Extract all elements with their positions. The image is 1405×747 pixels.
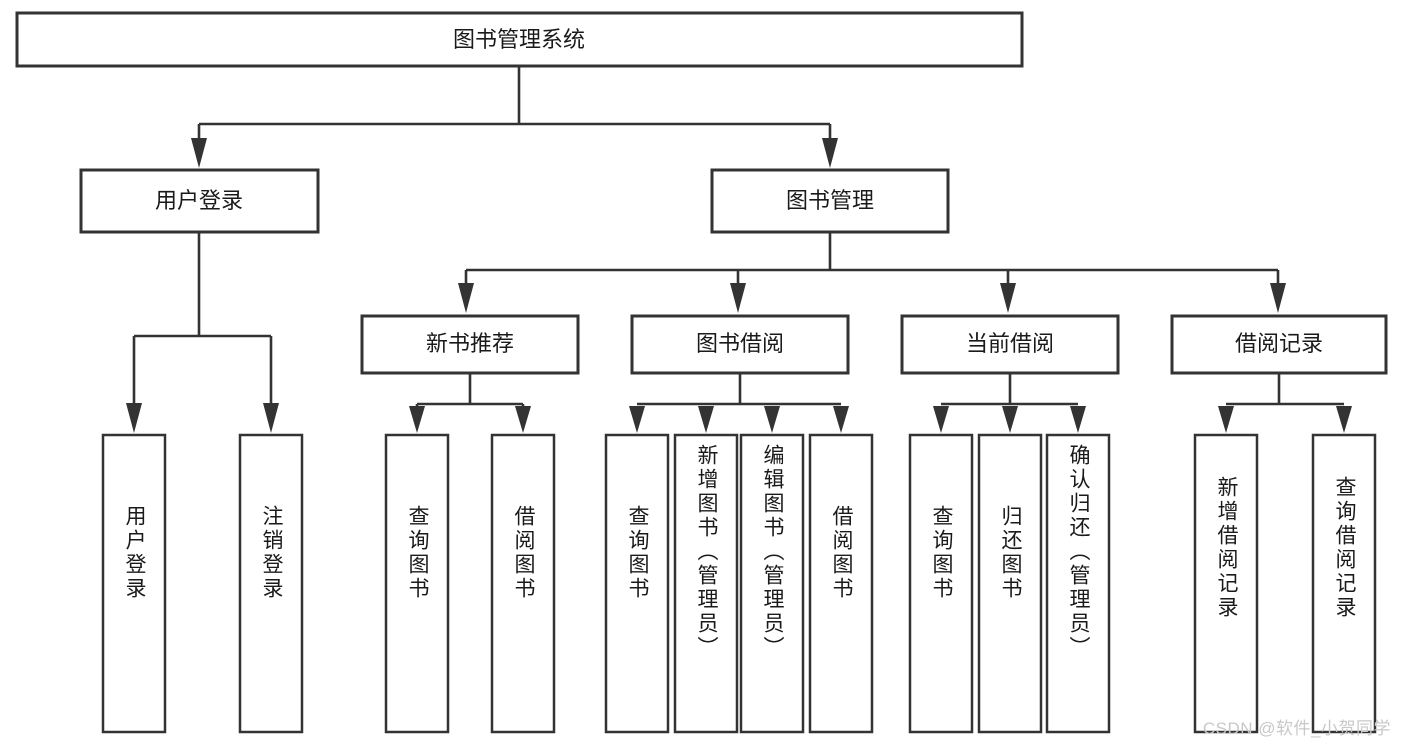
arrow-to-leaf-user-login	[126, 403, 142, 433]
arrow-to-leaf-return-book	[1002, 406, 1018, 433]
arrow-to-current-borrow	[1000, 283, 1016, 313]
arrow-to-leaf-borrow-book-1	[515, 406, 531, 433]
node-root-box[interactable]	[15, 11, 1024, 68]
node-book-manage-box[interactable]	[710, 168, 950, 234]
arrow-to-leaf-query-book-1	[409, 406, 425, 433]
node-new-book-label: 新书推荐	[426, 331, 514, 356]
leaf-box-add-book[interactable]	[673, 433, 739, 734]
arrow-to-borrow-record	[1270, 283, 1286, 313]
arrow-to-leaf-add-record	[1218, 406, 1234, 433]
node-user-login-box[interactable]	[79, 168, 320, 234]
leaf-box-edit-book[interactable]	[739, 433, 805, 734]
leaf-box-query-book-2[interactable]	[604, 433, 670, 734]
leaf-box-confirm-return[interactable]	[1045, 433, 1111, 734]
node-book-borrow-label: 图书借阅	[696, 331, 784, 356]
leaf-box-add-record[interactable]	[1193, 433, 1259, 734]
node-book-borrow-box[interactable]	[630, 314, 850, 375]
leaf-box-logout[interactable]	[238, 433, 304, 734]
arrow-to-leaf-add-book	[698, 406, 714, 433]
arrow-to-leaf-edit-book	[764, 406, 780, 433]
node-borrow-record-box[interactable]	[1170, 314, 1388, 375]
arrow-to-leaf-query-book-2	[629, 406, 645, 433]
leaf-box-query-book-1[interactable]	[384, 433, 450, 734]
node-book-manage-label: 图书管理	[786, 188, 874, 213]
leaf-box-user-login[interactable]	[101, 433, 167, 734]
arrow-to-leaf-query-record	[1336, 406, 1352, 433]
node-user-login-label: 用户登录	[155, 188, 243, 213]
node-current-borrow-box[interactable]	[900, 314, 1120, 375]
arrow-to-book-manage	[822, 138, 838, 168]
arrow-to-user-login	[191, 138, 207, 168]
node-borrow-record-label: 借阅记录	[1235, 331, 1323, 356]
edges-group	[126, 66, 1352, 433]
leaf-box-borrow-book-1[interactable]	[490, 433, 556, 734]
arrow-to-leaf-query-book-3	[933, 406, 949, 433]
leaf-box-query-book-3[interactable]	[908, 433, 974, 734]
csdn-watermark: CSDN @软件_小贺同学	[1202, 719, 1391, 738]
node-new-book-box[interactable]	[360, 314, 580, 375]
node-root-label: 图书管理系统	[453, 27, 585, 52]
node-current-borrow-label: 当前借阅	[966, 331, 1054, 356]
leaf-box-return-book[interactable]	[977, 433, 1043, 734]
arrow-to-leaf-logout	[263, 403, 279, 433]
arrow-to-leaf-confirm-return	[1070, 406, 1086, 433]
leaf-box-query-record[interactable]	[1311, 433, 1377, 734]
arrow-to-leaf-borrow-book-2	[833, 406, 849, 433]
arrow-to-new-book	[458, 283, 474, 313]
nodes-group: 图书管理系统 用户登录 图书管理 新书推荐 图书借阅 当前借阅 借阅记录	[15, 11, 1388, 734]
arrow-to-book-borrow	[730, 283, 746, 313]
leaf-box-borrow-book-2[interactable]	[808, 433, 874, 734]
